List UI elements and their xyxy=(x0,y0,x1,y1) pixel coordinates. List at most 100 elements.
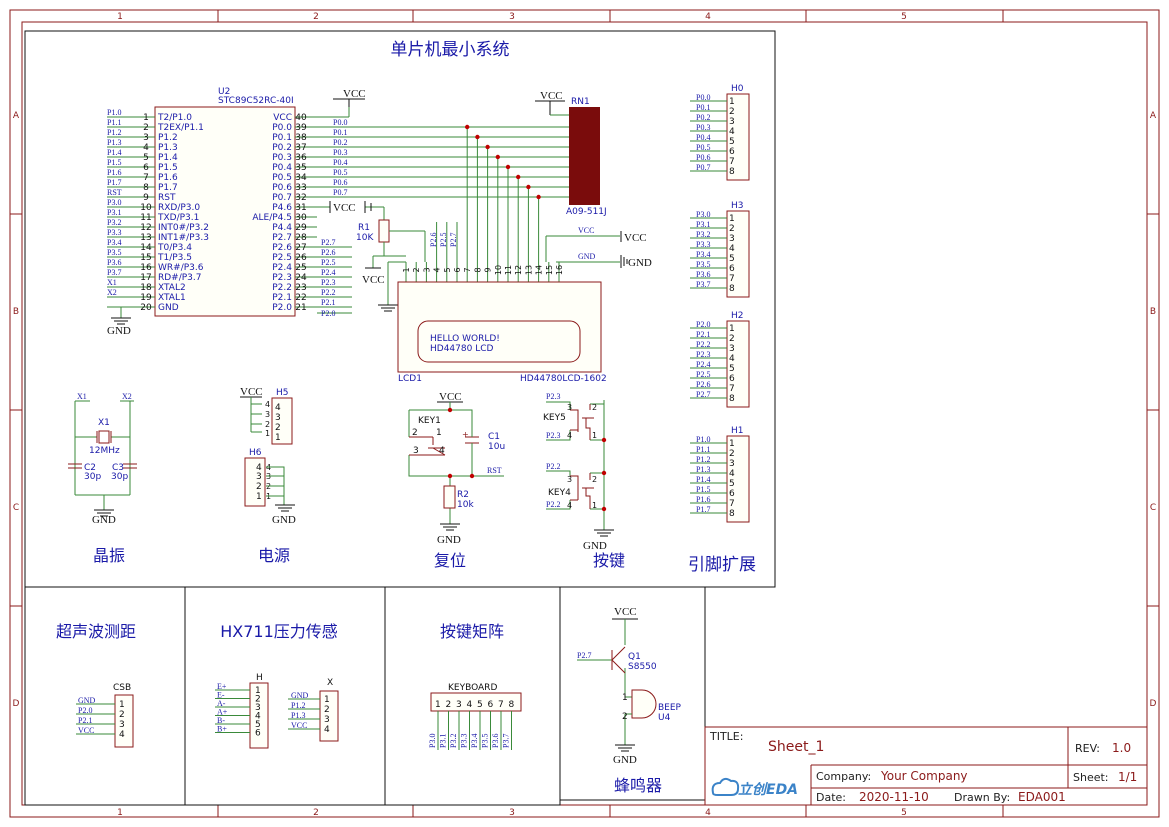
lcd-pin-num: 2 xyxy=(412,267,421,272)
header-net-label: P3.1 xyxy=(696,220,710,229)
crystal-c3-value: 30p xyxy=(111,472,128,482)
hx711-x-pin-num: 4 xyxy=(324,725,330,735)
ultrasonic-title: 超声波测距 xyxy=(56,623,136,641)
lcd-pin-num: 7 xyxy=(463,267,472,272)
ultrasonic-ref: CSB xyxy=(113,683,131,693)
header-pin-num: 8 xyxy=(729,284,735,294)
buzzer-q-part: S8550 xyxy=(628,662,657,672)
crystal-net-x2: X2 xyxy=(122,392,132,401)
u2-pin-name: GND xyxy=(158,303,179,313)
keypad-pin-num: 5 xyxy=(477,700,483,710)
header-net-label: P1.0 xyxy=(696,435,710,444)
hx711-h-pin-num: 2 xyxy=(255,695,261,705)
ultrasonic-pin-num: 4 xyxy=(119,730,125,740)
header-net-label: P1.6 xyxy=(696,495,710,504)
u2-pin-name: TXD/P3.1 xyxy=(157,213,199,223)
h6-pin-4: 4 xyxy=(256,463,262,473)
header-pin-num: 6 xyxy=(729,147,735,157)
u2-pin-num: 40 xyxy=(295,113,307,123)
header-net-label: P1.4 xyxy=(696,475,710,484)
header-pin-num: 8 xyxy=(729,509,735,519)
lcd-gnd-net: GND xyxy=(578,252,596,261)
lcd-gnd-label: GND xyxy=(628,257,652,269)
zone-row-d-left: D xyxy=(13,699,20,709)
wire-junction xyxy=(536,194,541,200)
keypad-pin-num: 4 xyxy=(467,700,473,710)
u2-net-label: P0.4 xyxy=(333,158,347,167)
hx711-h-pins: E+1E-2A-3A+4B-5B+6 xyxy=(215,682,261,739)
reset-c1-value: 10u xyxy=(488,442,505,452)
reset-key-ref: KEY1 xyxy=(418,416,441,426)
u2-pin-name: P0.5 xyxy=(272,173,292,183)
lcd-screen xyxy=(417,320,581,363)
u2-net-label: P0.5 xyxy=(333,168,347,177)
rev-label: REV: xyxy=(1075,742,1100,755)
reset-r2-value: 10k xyxy=(457,500,474,510)
wire-junction xyxy=(475,134,480,140)
u2-net-label: P1.7 xyxy=(107,178,121,187)
buzzer-section: VCC P2.7 Q1 S8550 1 2 BEEP U4 GND 蜂鸣器 xyxy=(577,606,682,795)
header-pin-num: 7 xyxy=(729,384,735,394)
ultrasonic-pin-num: 1 xyxy=(119,700,125,710)
zone-col-2-top: 2 xyxy=(313,12,319,22)
h6-pin-3: 3 xyxy=(256,472,262,482)
header-pin-num: 4 xyxy=(729,127,735,137)
key4-pin-4: 4 xyxy=(567,501,572,510)
keys-circuit: P2.3 P2.3 P2.2 P2.2 KEY5 KEY4 3 4 2 1 3 … xyxy=(543,392,625,570)
u2-pin-num: 16 xyxy=(140,263,152,273)
lcd-pin-num: 8 xyxy=(473,267,482,272)
header-net-label: P0.2 xyxy=(696,113,710,122)
header-ref: H2 xyxy=(731,311,744,321)
key5-pin-1: 1 xyxy=(592,431,597,440)
u2-pin-num: 12 xyxy=(140,223,151,233)
u2-pin-num: 38 xyxy=(295,133,307,143)
header-net-label: P2.6 xyxy=(696,380,710,389)
lcd-pin-num: 6 xyxy=(453,267,462,272)
u2-net-label: X1 xyxy=(107,278,117,287)
header-ref: H0 xyxy=(731,84,744,94)
u2-pin-name: P0.2 xyxy=(272,143,292,153)
p0-bus-wires xyxy=(317,124,569,262)
u2-net-label: P1.1 xyxy=(107,118,121,127)
u2-pin-num: 35 xyxy=(295,163,306,173)
hx711-title: HX711压力传感 xyxy=(220,622,338,641)
lcd-ref: LCD1 xyxy=(398,374,422,384)
pin-ext-label: 引脚扩展 xyxy=(688,555,756,574)
rev-value: 1.0 xyxy=(1112,741,1131,755)
hx711-x-pin-num: 2 xyxy=(324,705,330,715)
keypad-pin-num: 3 xyxy=(456,700,462,710)
crystal-c3-ref: C3 xyxy=(112,463,124,473)
header-net-label: P1.7 xyxy=(696,505,710,514)
rn1-vcc-label: VCC xyxy=(540,90,563,102)
u2-pin-name: INT1#/P3.3 xyxy=(158,233,209,243)
u2-pin-num: 26 xyxy=(295,253,307,263)
lcd1: 1VSS2VDD3VO4RS5RW6E7DB08DB19DB210DB311DB… xyxy=(397,222,652,384)
svg-text:+: + xyxy=(462,430,469,439)
h6-pin-2: 2 xyxy=(256,482,262,492)
zone-row-a-left: A xyxy=(13,111,20,121)
power-h6-ref: H6 xyxy=(249,448,262,458)
header-net-label: P1.2 xyxy=(696,455,710,464)
buzzer-gnd-label: GND xyxy=(613,754,637,766)
u2-pin-name: P0.6 xyxy=(272,183,292,193)
drawn-label: Drawn By: xyxy=(954,791,1010,804)
key4-pin-1: 1 xyxy=(592,501,597,510)
key4-net-bottom: P2.2 xyxy=(546,500,560,509)
header-net-label: P3.7 xyxy=(696,280,710,289)
lcd-vcc-net: VCC xyxy=(578,226,594,235)
u2-pin-num: 39 xyxy=(295,123,307,133)
h5-pin-3: 3 xyxy=(265,410,270,419)
crystal-net-x1: X1 xyxy=(77,392,87,401)
u2-net-label: P0.7 xyxy=(333,188,347,197)
header-net-label: P0.7 xyxy=(696,163,710,172)
header-pin-num: 6 xyxy=(729,489,735,499)
u2-pin-name: XTAL1 xyxy=(158,293,186,303)
buzzer-pin-2: 2 xyxy=(622,712,628,722)
header-net-label: P0.3 xyxy=(696,123,710,132)
zone-col-3-top: 3 xyxy=(509,12,515,22)
crystal-label: 晶振 xyxy=(93,547,125,565)
reset-vcc-label: VCC xyxy=(439,391,462,403)
keypad-section: 按键矩阵 KEYBOARD 1P3.02P3.13P3.24P3.35P3.46… xyxy=(428,623,522,750)
